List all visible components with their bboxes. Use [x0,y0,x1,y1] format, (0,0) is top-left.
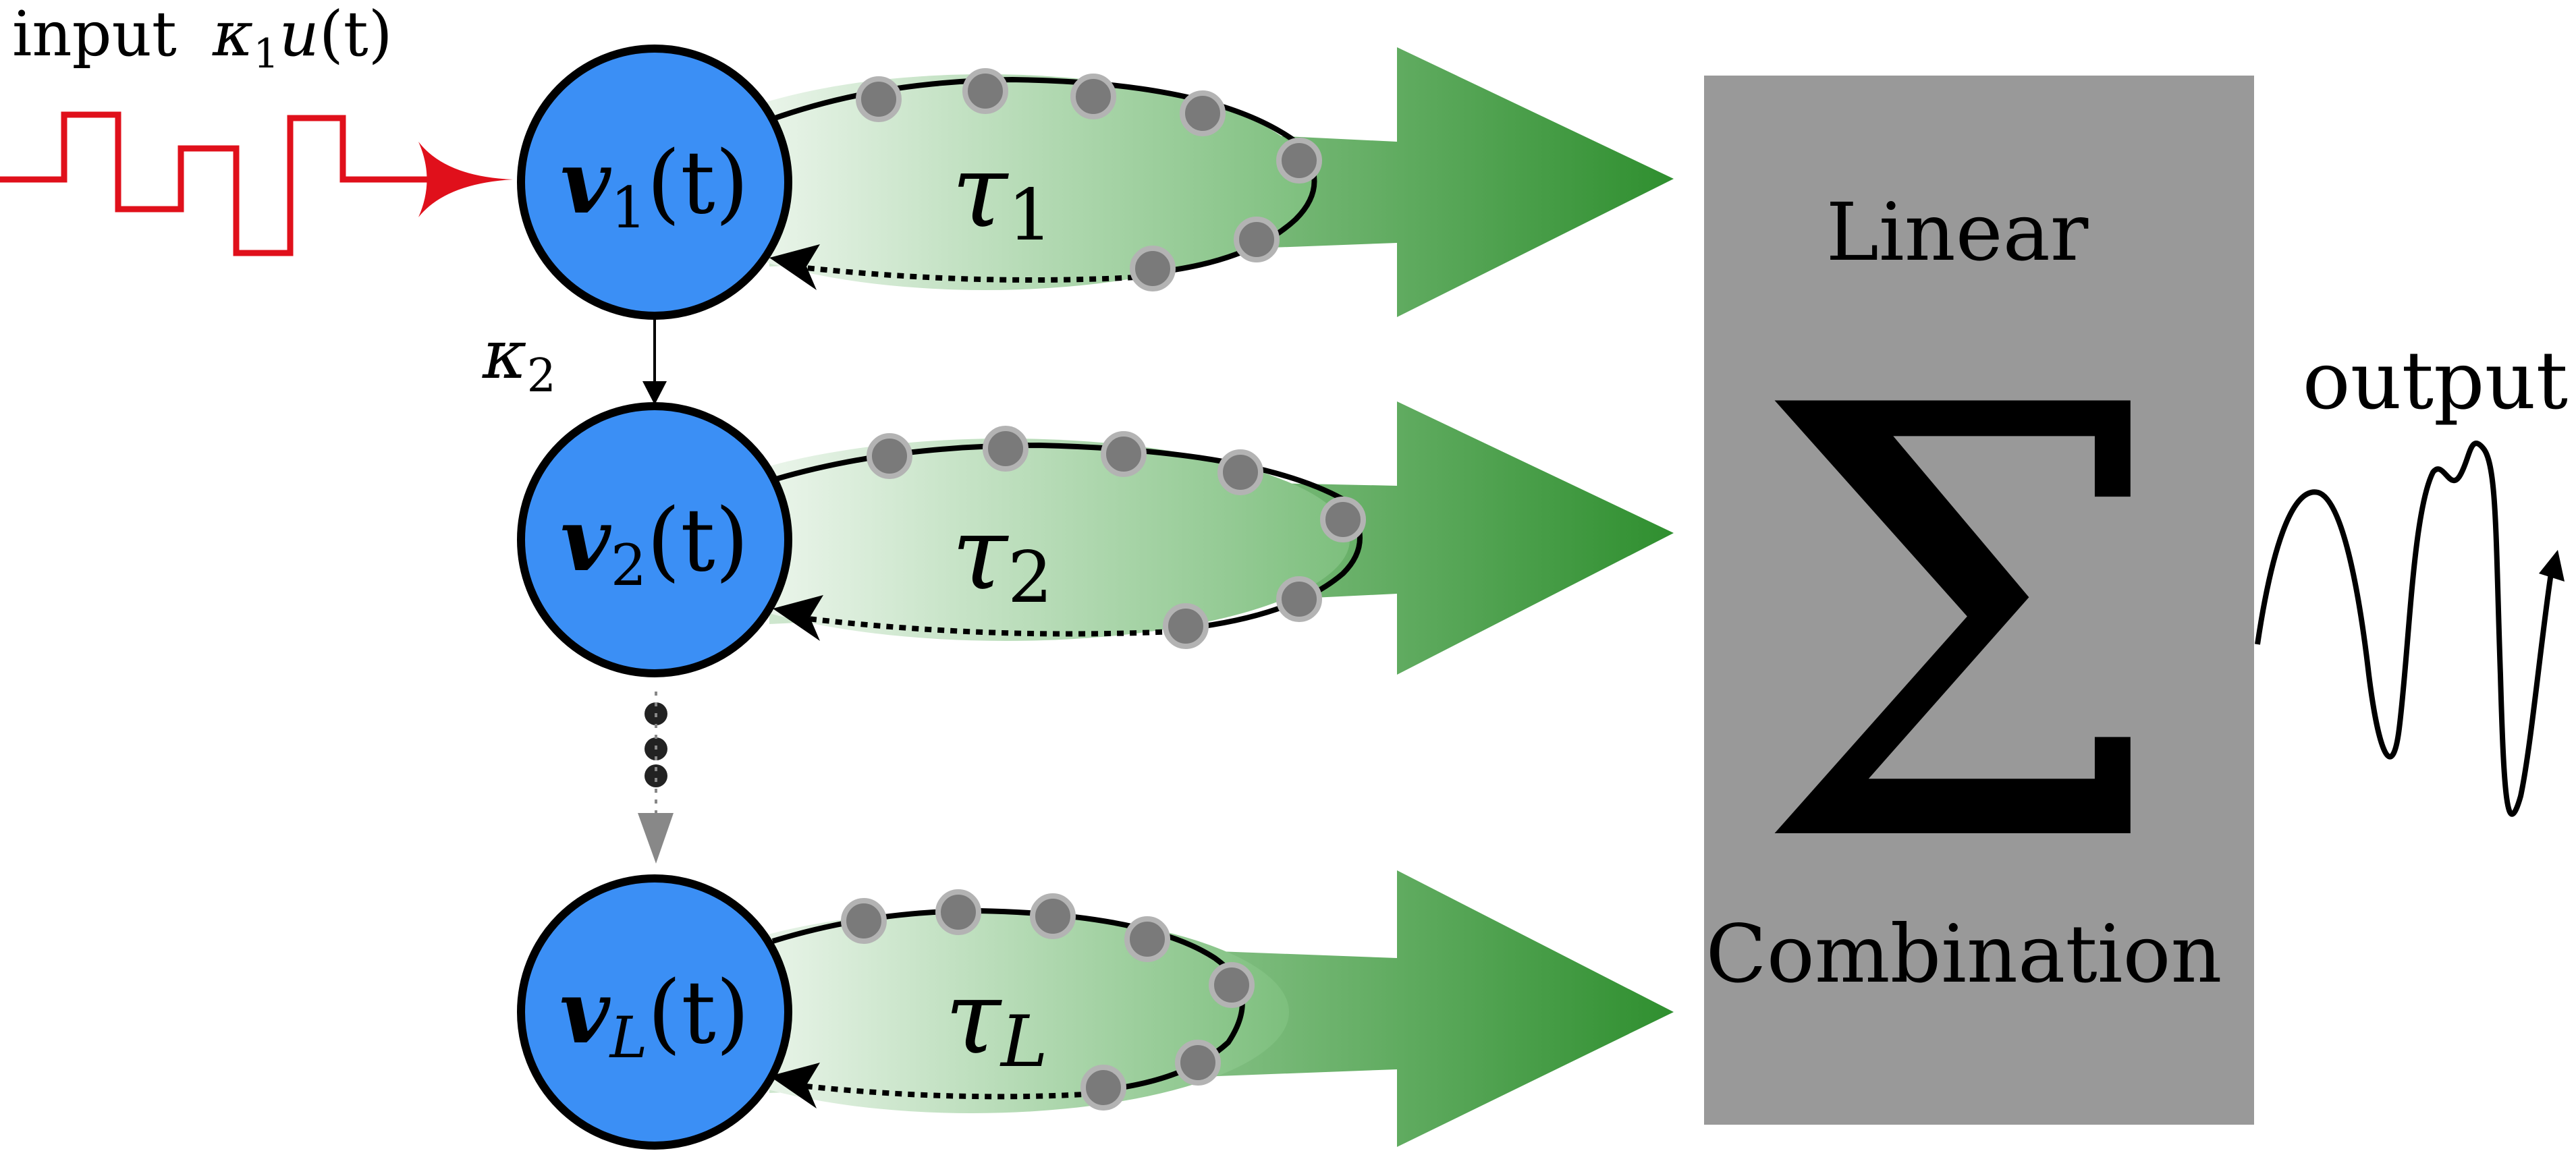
delay-dot [983,426,1029,472]
delay-dot [1217,449,1263,495]
delay-label-1: τ1 [952,133,1053,256]
delay-dot [841,898,887,944]
input-kappa-sub: 1 [253,30,279,78]
delay-dot [1130,246,1176,291]
delay-loop-2-return-arrowhead [773,595,823,641]
delay-loop-L [655,911,1289,1113]
sigma-symbol: Σ [1751,282,2170,974]
delay-dot [1030,893,1076,939]
delay-dot [1070,74,1116,119]
node-2: v2(t) [517,402,792,677]
delay-dot [1163,603,1209,649]
delay-dot [1175,1040,1221,1086]
delay-dot [1101,431,1147,477]
delay-dot [1080,1065,1126,1111]
delay-dot [1320,497,1366,542]
delay-dot [962,68,1008,114]
input-arrowhead [418,142,513,217]
delay-dot [1209,962,1255,1008]
reservoir-row-1: τ1 [658,47,1674,317]
node-L: vL(t) [517,874,792,1150]
svg-text:v2(t): v2(t) [560,490,748,598]
delay-dot [1276,138,1322,184]
input-square-wave [0,111,439,256]
delay-dot [1124,916,1170,962]
delay-dot [856,76,902,122]
input-u: u [279,0,319,70]
delay-loop-1 [658,74,1313,290]
input-kappa: κ [212,0,253,70]
delay-dot [935,889,981,935]
output-label: output [2303,334,2568,427]
delay-dot [1276,576,1322,622]
svg-text:input κ1u(t): input κ1u(t) [12,0,393,78]
delay-label-2: τ2 [952,495,1053,619]
reservoir-row-L: τL [655,870,1674,1147]
coupling-arrowhead-1-2 [642,381,667,405]
delay-dot [867,433,912,479]
delay-loop-1-return-arrowhead [769,244,820,290]
delay-dot [1180,90,1226,136]
coupling-label: κ2 [482,315,556,403]
delay-label-L: τL [945,959,1048,1083]
delay-loop-2-dotted [796,615,1188,637]
delay-loop-1-dotted [792,264,1148,283]
output-waveform [2255,441,2554,817]
combiner-bottom-label: Combination [1705,907,2222,1001]
svg-text:vL(t): vL(t) [559,962,749,1071]
input-word: input [12,0,177,70]
reservoir-row-2: τ2 [661,401,1674,675]
delay-loop-L-return-arrowhead [769,1063,820,1108]
delay-loop-L-dotted [792,1082,1107,1100]
coupling-dashed-arrowhead [638,813,674,864]
delay-dots-1 [856,68,1322,291]
node-1: v1(t) [517,45,792,320]
output-arrowhead [2539,550,2565,582]
delay-dots-2 [867,426,1366,649]
input-u-arg: (t) [319,0,393,70]
linear-combination-box: Linear Σ Combination [1704,76,2254,1125]
combiner-top-label: Linear [1826,186,2089,279]
delay-loop-2 [661,439,1350,641]
input-label: input κ1u(t) [12,0,393,78]
delay-dots-L [841,889,1255,1111]
svg-text:v1(t): v1(t) [560,132,748,241]
delay-dot [1234,217,1280,262]
